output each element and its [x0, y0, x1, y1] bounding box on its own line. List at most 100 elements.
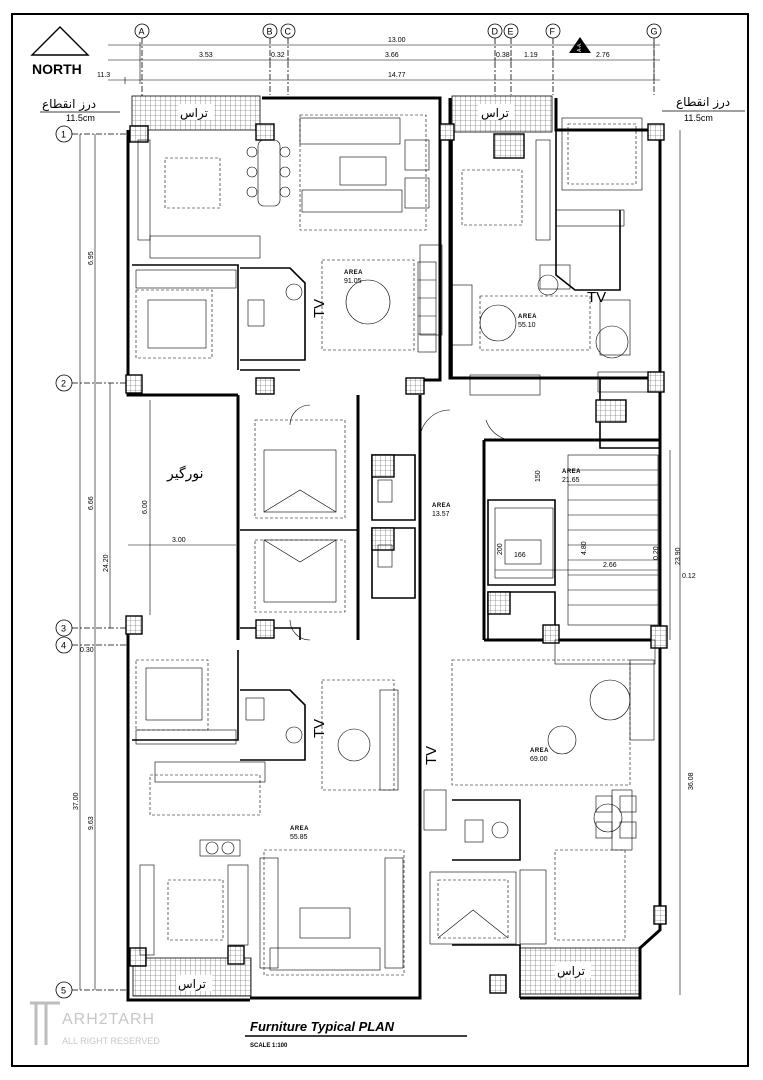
grid-col-c: C [280, 23, 296, 95]
watermark-mark-icon [30, 1001, 60, 1045]
stair-width: 2.66 [603, 562, 617, 569]
area-stair: AREA 21.65 [562, 469, 581, 484]
grid-columns: A B C D E F G [134, 23, 662, 120]
wall-north-east [448, 98, 662, 380]
unit-sw-furniture [135, 659, 405, 976]
elevator-depth: 166 [514, 552, 526, 559]
dim-row4-5: 9.63 [88, 816, 95, 830]
grid-col-label: G [651, 27, 658, 37]
area-label: AREA [562, 469, 581, 475]
sofa [301, 189, 403, 213]
dim-left-offset: 11.3 [97, 72, 110, 79]
grid-row-label: 1 [61, 130, 66, 140]
dim-segment: 0.38 [496, 52, 510, 59]
joint-label-text: درز انقطاع [676, 95, 730, 110]
elevator [494, 507, 554, 579]
grid-col-label: D [492, 27, 499, 37]
joint-label-text: درز انقطاع [42, 97, 96, 112]
dim-segment: 3.53 [199, 52, 213, 59]
stair [567, 454, 659, 626]
sofa-group [263, 849, 405, 976]
area-value: 13.57 [432, 511, 450, 518]
unit-nw-furniture [135, 114, 437, 359]
area-label: AREA [344, 270, 363, 276]
bed [135, 289, 213, 359]
bed [254, 419, 346, 519]
grid-row-4: 4 [55, 636, 128, 654]
unit-ne-furniture [419, 117, 649, 396]
wall-south [250, 640, 422, 1000]
grid-col-b: B [262, 23, 278, 95]
watermark-rights: ALL RIGHT RESERVED [62, 1036, 160, 1046]
title-block: Furniture Typical PLAN SCALE 1:100 [245, 1019, 467, 1049]
grid-row-5: 5 [55, 981, 128, 999]
grid-col-d: D [487, 23, 503, 95]
coffee-table [339, 156, 387, 186]
rug [299, 114, 427, 231]
rug [321, 259, 415, 351]
core: 200 166 2.66 4.80 150 0.20 [254, 404, 660, 641]
wc [247, 299, 265, 327]
armchair [404, 139, 430, 171]
joint-label-right: درز انقطاع 11.5cm [662, 95, 745, 123]
dim-overall-height: 37.00 [73, 792, 80, 810]
joint-label-size: 11.5cm [684, 113, 713, 123]
grid-row-1: 1 [55, 125, 128, 143]
watermark-logo: ARH2TARH ALL RIGHT RESERVED [30, 1001, 160, 1046]
terrace-label: تراس [557, 964, 585, 979]
interior-walls [132, 130, 661, 998]
dim-right-overall: 36.08 [688, 772, 695, 790]
dim-row2-3: 6.66 [88, 496, 95, 510]
lightwell-label: نورگیر [166, 465, 204, 482]
area-label: AREA [518, 314, 537, 320]
dim-middle: 24.20 [103, 554, 110, 572]
sheet-border [11, 13, 749, 1067]
kitchen-counter [137, 139, 151, 241]
dim-segment: 3.66 [385, 52, 399, 59]
round-table [345, 279, 391, 325]
bed [429, 871, 517, 945]
dim-right-small: 0.12 [682, 573, 696, 580]
plan-scale: SCALE 1:100 [250, 1043, 288, 1049]
wall-west-south [126, 620, 250, 1002]
terrace-label: تراس [481, 106, 509, 121]
area-value: 69.00 [530, 756, 548, 763]
stair-side: 0.20 [653, 546, 660, 560]
area-value: 21.65 [562, 477, 580, 484]
grid-col-label: E [508, 27, 514, 37]
right-dimensions: 36.08 23.90 0.12 [669, 130, 696, 995]
grid-row-label: 2 [61, 379, 66, 389]
grid-row-label: 5 [61, 986, 66, 996]
section-mark-label: A-A [577, 43, 583, 52]
bed [254, 539, 346, 613]
area-value: 55.85 [290, 834, 308, 841]
wc [464, 819, 484, 843]
dim-row3-4: 0.30 [80, 647, 94, 654]
kitchen-counter [535, 139, 551, 241]
bed [561, 117, 643, 191]
top-dimensions: 13.00 14.77 11.3 3.53 0.32 3.66 0.38 1.1… [97, 37, 660, 84]
tv-label: TV [311, 299, 328, 318]
joint-label-size: 11.5cm [66, 113, 95, 123]
grid-col-label: A [139, 27, 145, 37]
wall-east-south [520, 640, 662, 1000]
columns [125, 123, 668, 994]
stair-step: 150 [535, 470, 542, 482]
wall-west-north [126, 130, 238, 397]
dim-segment: 1.19 [524, 52, 538, 59]
area-value: 91.05 [344, 278, 362, 285]
dim-row1-2: 6.95 [88, 251, 95, 265]
north-arrow: NORTH [30, 26, 90, 77]
unit-se-furniture [423, 639, 656, 945]
watermark-brand: ARH2TARH [62, 1011, 155, 1028]
dim-right-mid: 23.90 [675, 547, 682, 565]
rug [451, 659, 631, 786]
grid-row-label: 4 [61, 641, 66, 651]
grid-col-f: F [545, 23, 561, 95]
area-value: 55.10 [518, 322, 536, 329]
terrace-label: تراس [178, 977, 206, 992]
